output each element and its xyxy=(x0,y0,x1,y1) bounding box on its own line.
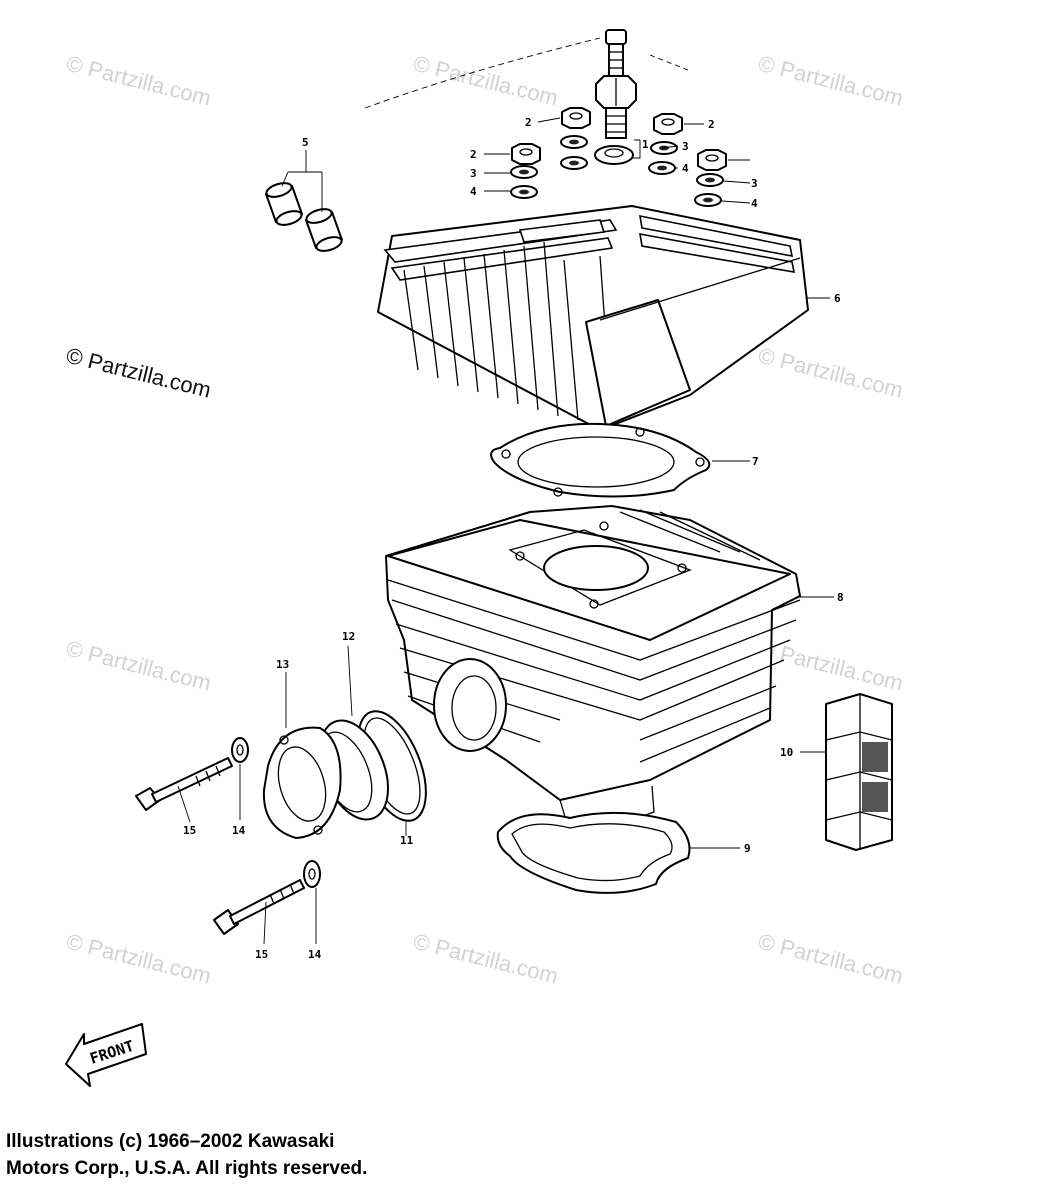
bolt xyxy=(135,757,233,811)
callout-number: 7 xyxy=(752,455,759,468)
cap-nut xyxy=(561,107,591,129)
reed-stopper xyxy=(825,693,893,851)
spark-plug-gasket xyxy=(594,145,634,165)
copyright-notice: Illustrations (c) 1966–2002 Kawasaki Mot… xyxy=(6,1128,367,1182)
bolt xyxy=(213,879,305,935)
cylinder-block xyxy=(385,505,801,829)
bolt-washer xyxy=(231,737,249,763)
callout-number: 11 xyxy=(400,834,414,847)
spark-plug xyxy=(595,29,637,139)
callout-number: 13 xyxy=(276,658,289,671)
base-gasket xyxy=(496,811,691,894)
watermark: © Partzilla.com xyxy=(411,51,561,111)
washer xyxy=(510,185,538,199)
callout-number: 6 xyxy=(834,292,841,305)
copyright-line: Motors Corp., U.S.A. All rights reserved… xyxy=(6,1158,368,1179)
watermark: © Partzilla.com xyxy=(756,929,906,989)
callout-number: 15 xyxy=(255,948,268,961)
callout-number: 14 xyxy=(308,948,322,961)
callout-number: 4 xyxy=(682,162,689,175)
callout-number: 1 xyxy=(642,138,649,151)
dowel-pin xyxy=(305,208,343,252)
cap-nut xyxy=(511,143,541,165)
bolt-washer xyxy=(303,860,321,888)
dowel-pin xyxy=(265,182,303,226)
washer xyxy=(560,135,588,149)
watermark: © Partzilla.com xyxy=(411,929,561,989)
callout-labels: 1 2 2 2 3 3 3 4 4 4 5 6 7 8 9 10 11 12 1… xyxy=(183,116,844,961)
washer xyxy=(560,156,588,170)
guide-line xyxy=(649,54,689,71)
washer xyxy=(510,165,538,179)
callout-number: 15 xyxy=(183,824,196,837)
front-arrow: FRONT xyxy=(65,1023,147,1087)
intake-flange xyxy=(262,726,342,839)
cylinder-head xyxy=(377,205,809,431)
callout-number: 14 xyxy=(232,824,246,837)
callout-number: 3 xyxy=(751,177,758,190)
copyright-line: Illustrations (c) 1966–2002 Kawasaki xyxy=(6,1131,335,1152)
leader-lines xyxy=(177,117,834,945)
callout-number: 3 xyxy=(470,167,477,180)
washer xyxy=(696,173,724,187)
washer xyxy=(648,161,676,175)
watermark: © Partzilla.com xyxy=(756,51,906,111)
head-gasket xyxy=(490,422,711,498)
callout-number: 2 xyxy=(708,118,715,131)
callout-number: 10 xyxy=(780,746,793,759)
watermark: © Partzilla.com xyxy=(756,343,906,403)
callout-number: 2 xyxy=(470,148,477,161)
callout-number: 5 xyxy=(302,136,309,149)
guide-line xyxy=(364,37,601,109)
callout-number: 2 xyxy=(525,116,532,129)
watermark: © Partzilla.com xyxy=(64,51,214,111)
callout-number: 9 xyxy=(744,842,751,855)
callout-number: 4 xyxy=(751,197,758,210)
cap-nut xyxy=(697,149,727,171)
watermark: © Partzilla.com xyxy=(64,343,214,403)
washer xyxy=(694,193,722,207)
callout-number: 8 xyxy=(837,591,844,604)
cap-nut xyxy=(653,113,683,135)
watermark: © Partzilla.com xyxy=(64,636,214,696)
callout-number: 4 xyxy=(470,185,477,198)
watermark: © Partzilla.com xyxy=(64,929,214,989)
callout-number: 12 xyxy=(342,630,355,643)
callout-number: 3 xyxy=(682,140,689,153)
